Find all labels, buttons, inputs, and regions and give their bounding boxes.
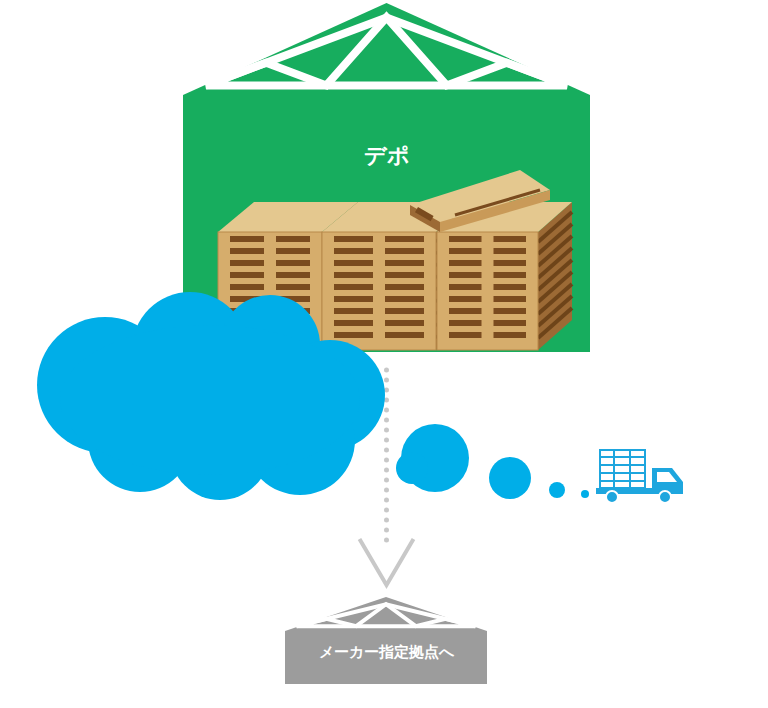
cloud: [37, 292, 589, 500]
warehouse: メーカー指定拠点へ: [285, 597, 487, 684]
warehouse: デポ: [183, 3, 590, 352]
pallet-stacks: [218, 170, 572, 350]
truck: [596, 450, 683, 503]
warehouse-outline: [183, 3, 590, 352]
warehouse-label: メーカー指定拠点へ: [285, 643, 487, 661]
warehouse-label: デポ: [183, 143, 590, 169]
warehouse-outline: [285, 597, 487, 684]
dotted-arrow: [360, 370, 414, 585]
